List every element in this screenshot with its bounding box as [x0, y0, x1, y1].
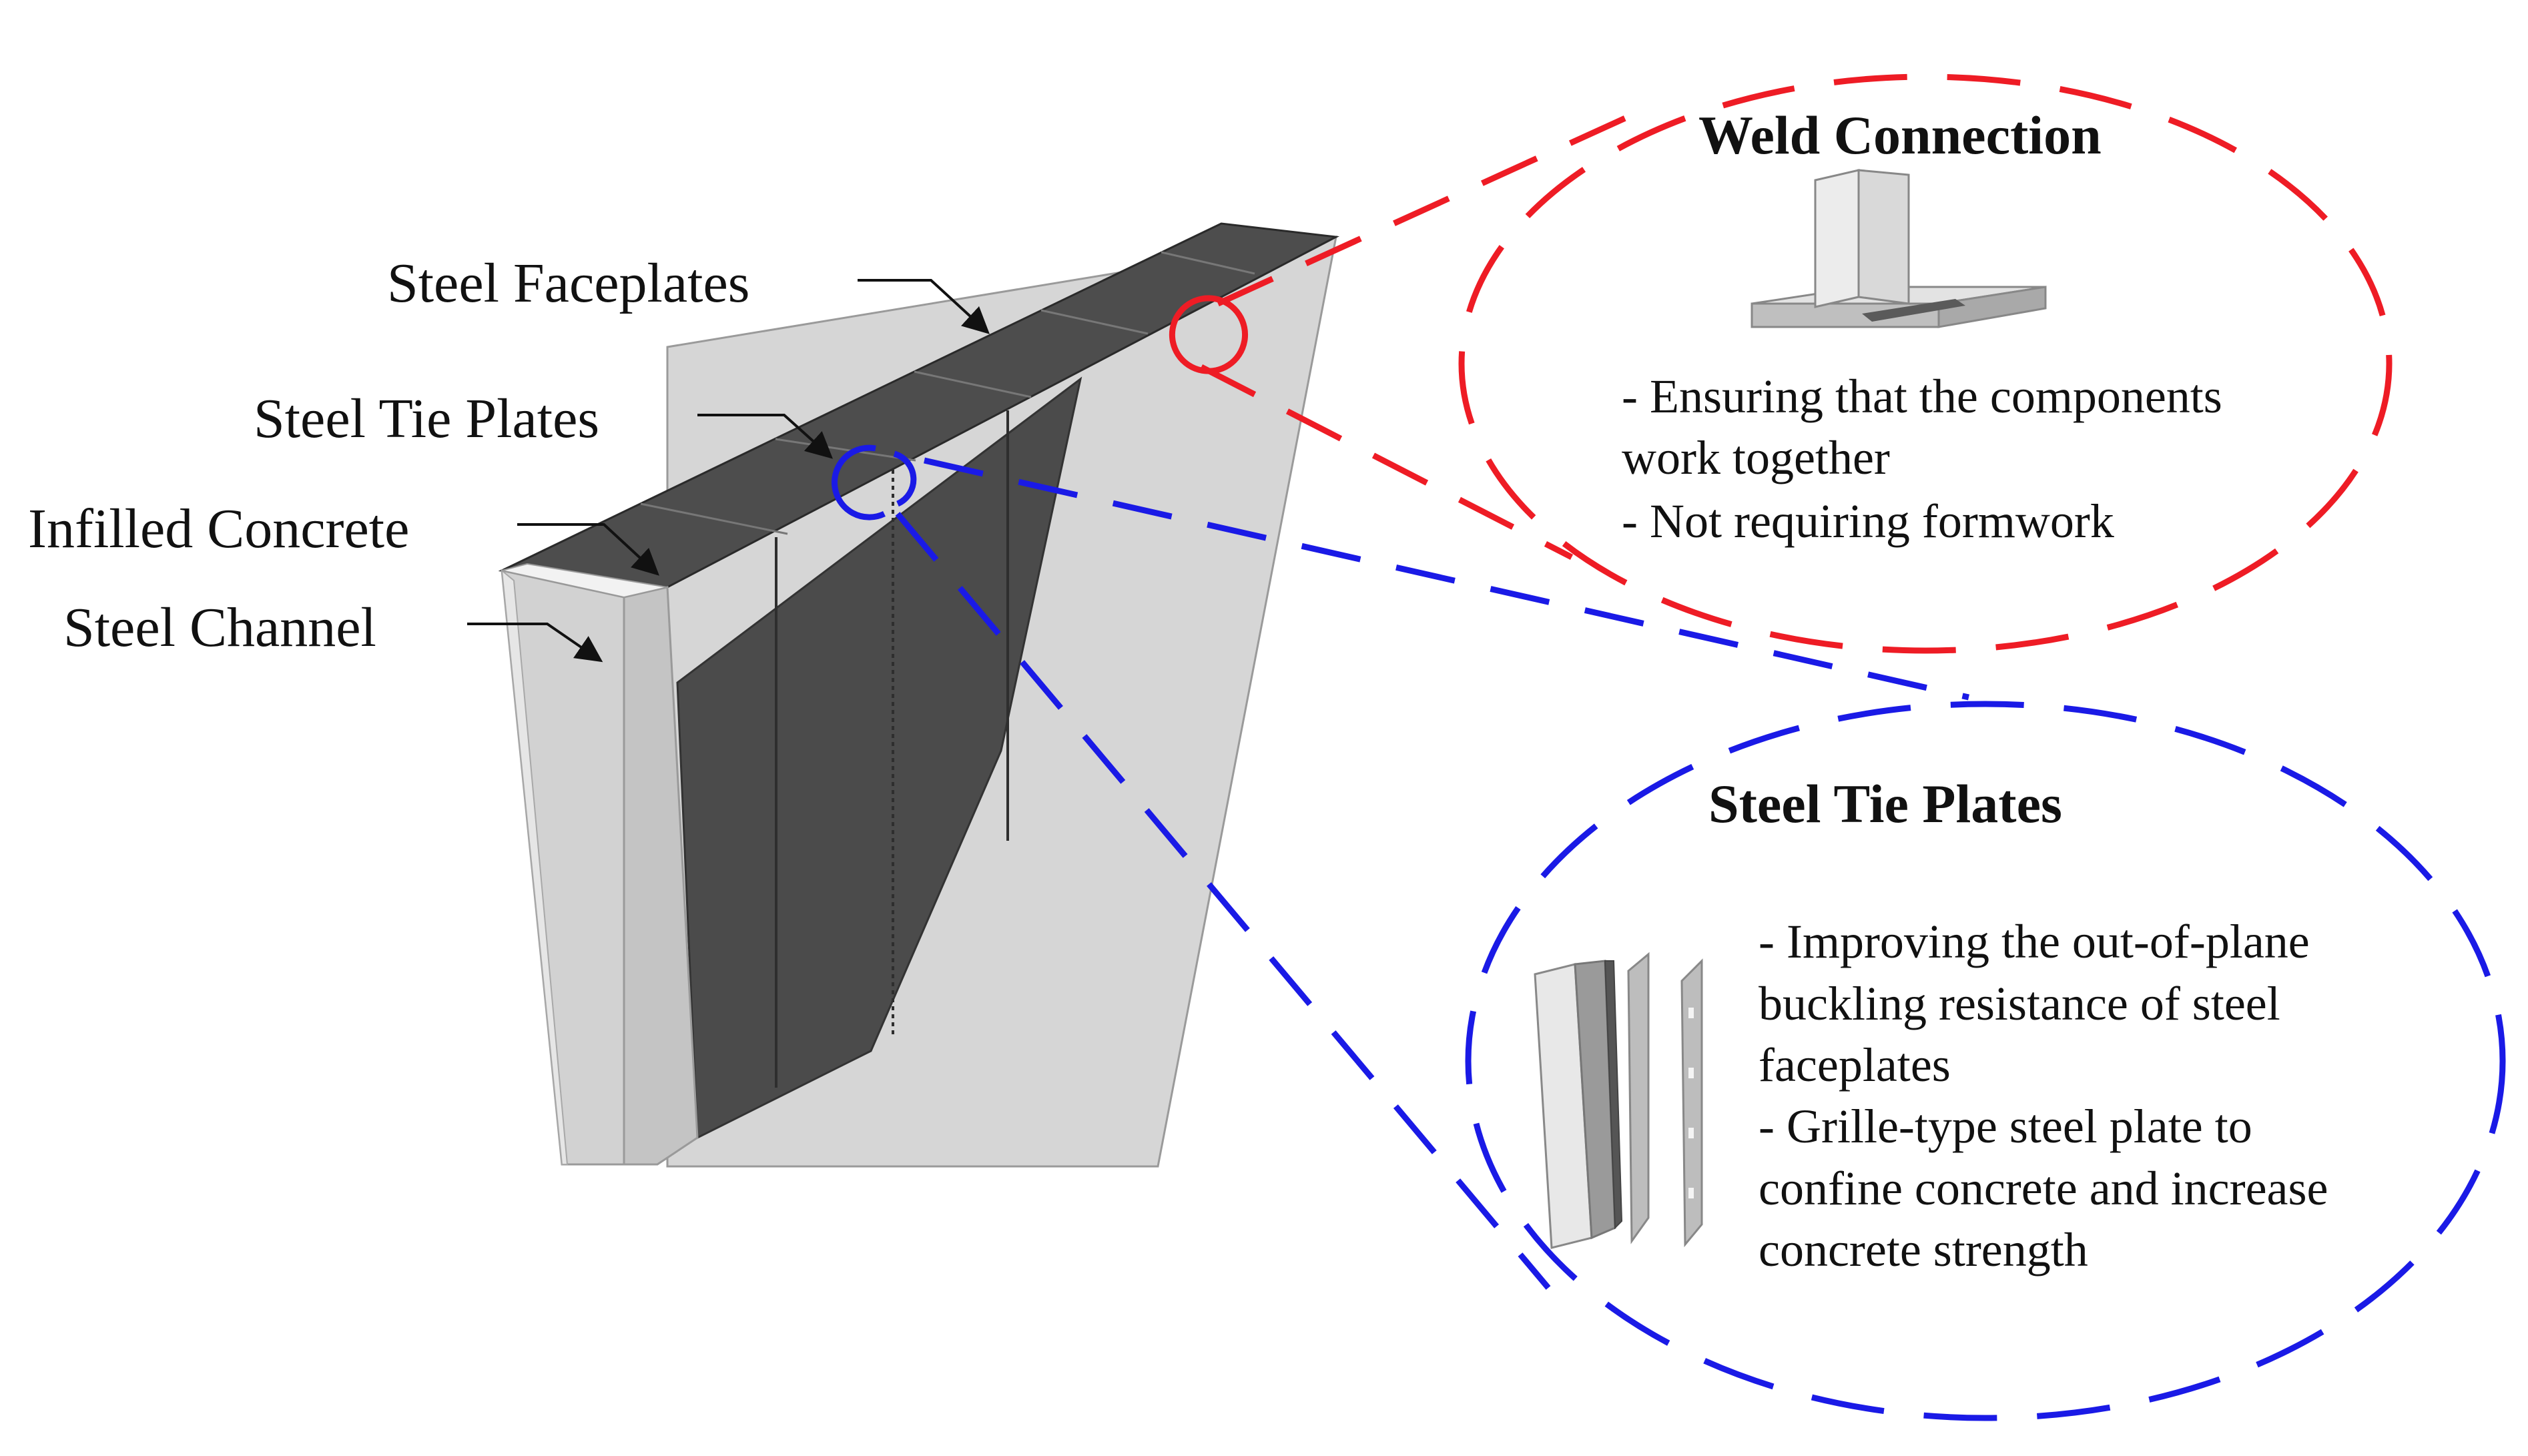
arrow-steel-faceplates [858, 279, 990, 334]
component-labels: Steel Faceplates Steel Tie Plates Infill… [28, 252, 990, 663]
arrow-steel-channel [467, 623, 603, 663]
tie-callout-line-2: buckling resistance of steel [1759, 977, 2280, 1030]
tie-callout-title: Steel Tie Plates [1708, 773, 2062, 834]
tie-leader-top [924, 457, 1969, 701]
label-infilled-concrete: Infilled Concrete [28, 498, 409, 560]
tie-callout-group: Steel Tie Plates - Improving the out-of-… [832, 444, 2506, 1421]
steel-channel-side [501, 569, 569, 1165]
label-steel-channel: Steel Channel [63, 597, 376, 659]
weld-callout-line-2: work together [1622, 431, 1890, 484]
tie-plate-lines [775, 410, 1009, 1088]
tie-callout-line-4: - Grille-type steel plate to [1759, 1100, 2252, 1153]
tie-callout-ellipse [1465, 701, 2506, 1421]
tie-callout-line-1: - Improving the out-of-plane [1759, 915, 2310, 968]
weld-callout-group: Weld Connection - Ensuring that the comp… [1169, 73, 2393, 654]
channel-top-cap [501, 563, 668, 599]
grille-holes [1688, 1008, 1694, 1198]
weld-callout-line-1: - Ensuring that the components [1622, 370, 2222, 423]
arrow-steel-tie-plates [697, 414, 833, 459]
weld-leader-top [1217, 109, 1640, 307]
tie-detail-circle [832, 444, 917, 520]
tie-callout-line-6: concrete strength [1759, 1223, 2088, 1277]
tie-callout-line-3: faceplates [1759, 1038, 1951, 1092]
weld-detail-circle [1169, 295, 1249, 374]
tie-leader-bottom [895, 512, 1551, 1290]
weld-callout-title: Weld Connection [1698, 105, 2102, 165]
weld-bead [1862, 299, 1965, 322]
top-strip-divisions [640, 251, 1255, 535]
tie-plates-illustration [1534, 952, 1703, 1249]
wall-illustration [498, 222, 1340, 1168]
weld-leader-bottom [1199, 364, 1574, 561]
arrow-infilled-concrete [517, 523, 659, 576]
label-steel-faceplates: Steel Faceplates [387, 252, 749, 314]
weld-callout-ellipse [1458, 73, 2393, 654]
tie-callout-line-5: confine concrete and increase [1759, 1162, 2328, 1215]
label-steel-tie-plates: Steel Tie Plates [254, 388, 599, 450]
weld-joint-illustration [1751, 169, 2047, 328]
weld-callout-line-3: - Not requiring formwork [1622, 494, 2114, 548]
